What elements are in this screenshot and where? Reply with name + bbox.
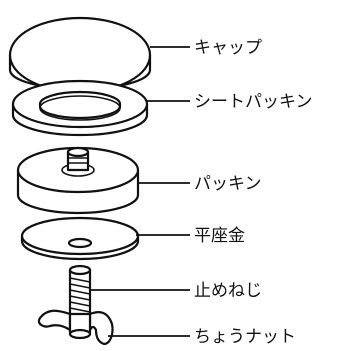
retaining-screw-label: 止めねじ: [194, 281, 262, 301]
cap-label: キャップ: [194, 38, 262, 58]
flat-washer-label: 平座金: [194, 226, 245, 246]
packing-part: [16, 146, 140, 215]
wing-nut-label: ちょうナット: [194, 327, 296, 347]
retaining-screw-part: [68, 264, 92, 318]
packing-label: パッキン: [194, 174, 262, 194]
wing-nut-part: [37, 309, 114, 346]
seat-packing-part: [11, 79, 149, 137]
flat-washer-part: [20, 216, 140, 261]
seat-packing-label: シートパッキン: [194, 92, 313, 112]
